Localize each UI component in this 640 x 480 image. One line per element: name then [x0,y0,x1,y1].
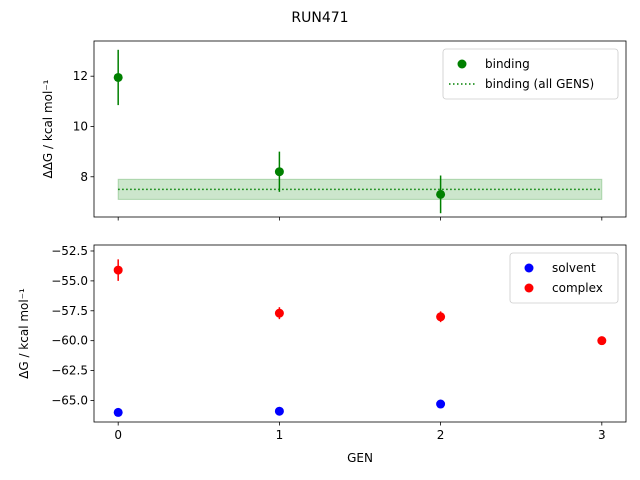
bottom-y-axis-label: ΔG / kcal mol⁻¹ [17,288,31,379]
data-point [436,312,446,322]
legend-marker [524,263,534,273]
top-panel: 8 10 12 ΔΔG / kcal mol⁻¹ binding binding (a… [41,40,627,221]
top-legend: binding binding (all GENS) [442,48,619,100]
y-tick-label: −55.0 [51,274,88,288]
top-axes: 8 10 12 [73,40,627,221]
data-point [113,407,123,417]
data-point [597,336,607,346]
data-point [274,167,284,177]
top-y-axis-label: ΔΔG / kcal mol⁻¹ [41,79,55,178]
y-tick-label: 10 [73,119,88,133]
bottom-data-marks [113,259,607,417]
bottom-x-axis-label: GEN [347,451,373,465]
data-point [436,189,446,199]
y-tick-label: 8 [80,170,88,184]
y-tick-label: −60.0 [51,334,88,348]
legend-label: complex [552,281,603,295]
legend-box [509,252,619,304]
legend-label: solvent [552,261,596,275]
axes-frame [93,40,627,218]
bottom-panel: 0 1 2 3 −52.5 −55.0 −57.5 −60.0 −62.5 −65.0 ΔG / … [17,244,627,465]
figure-title: RUN471 [291,10,348,26]
y-tick-label: −65.0 [51,393,88,407]
data-point [113,72,123,82]
legend-label: binding [485,57,530,71]
y-tick-label: 12 [73,69,88,83]
bottom-legend: solvent complex [509,252,619,304]
data-point [274,406,284,416]
legend-label: binding (all GENS) [485,77,594,91]
legend-box [442,48,619,100]
axes-frame [93,244,627,423]
x-tick-label: 1 [276,428,284,442]
legend-marker [457,59,467,69]
y-tick-label: −57.5 [51,304,88,318]
x-tick-label: 0 [114,428,122,442]
x-tick-label: 3 [598,428,606,442]
y-tick-label: −52.5 [51,244,88,258]
legend-marker [524,283,534,293]
data-point [436,399,446,409]
y-tick-label: −62.5 [51,364,88,378]
top-data-marks [113,49,446,214]
bottom-axes: 0 1 2 3 −52.5 −55.0 −57.5 −60.0 −62.5 −65.0 [51,244,627,442]
data-point [113,265,123,275]
data-point [274,308,284,318]
x-tick-label: 2 [437,428,445,442]
